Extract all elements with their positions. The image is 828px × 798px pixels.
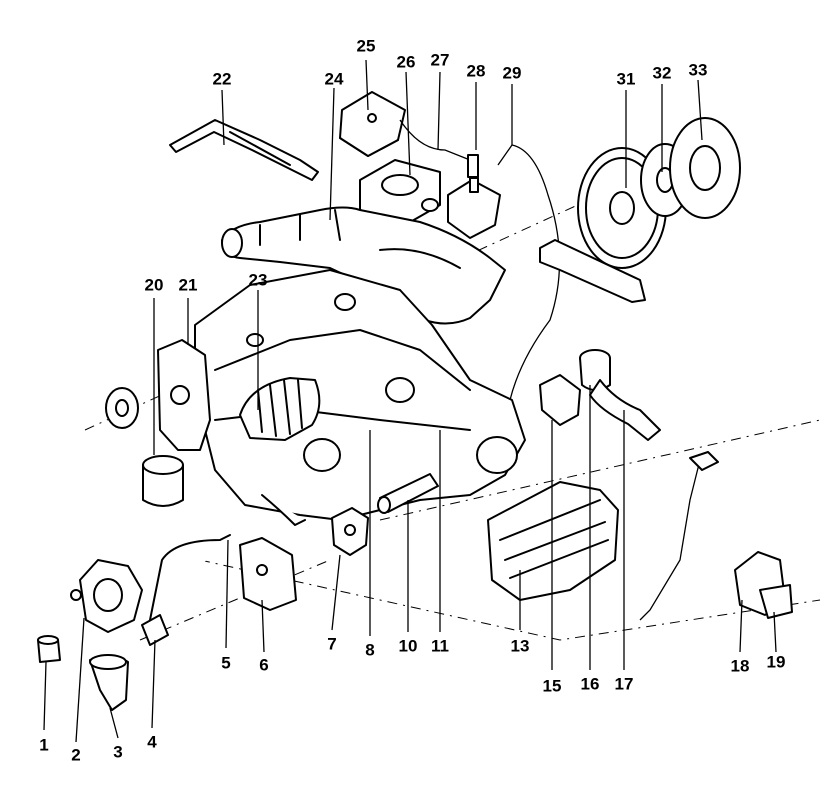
dipstick-tube — [639, 459, 701, 621]
callout-5: 5 — [221, 653, 231, 673]
callout-25: 25 — [356, 36, 376, 56]
part-24-intake-manifold — [221, 206, 506, 325]
callout-29: 29 — [502, 63, 522, 83]
callout-24: 24 — [324, 69, 344, 89]
part-33-pressure-plate — [669, 117, 741, 219]
part-25-control-module — [339, 91, 406, 157]
part-15-housing — [539, 374, 581, 426]
part-6-mount-plate — [239, 494, 306, 611]
callout-6: 6 — [259, 655, 269, 675]
part-28-sensor — [447, 154, 501, 239]
part-13-valve-cover — [487, 481, 619, 601]
callout-27: 27 — [430, 50, 450, 70]
callout-13: 13 — [510, 636, 530, 656]
callout-7: 7 — [327, 634, 337, 654]
callout-16: 16 — [580, 674, 600, 694]
callout-1: 1 — [39, 735, 49, 755]
callout-31: 31 — [616, 69, 636, 89]
callout-4: 4 — [147, 732, 157, 752]
callout-15: 15 — [542, 676, 562, 696]
callout-32: 32 — [652, 63, 672, 83]
part-21-timing-cover — [157, 339, 211, 451]
leader-lines — [43, 59, 777, 743]
callout-11: 11 — [431, 636, 449, 656]
callout-2: 2 — [71, 745, 81, 765]
callout-3: 3 — [113, 742, 123, 762]
callout-18: 18 — [730, 656, 750, 676]
part-1-sender — [37, 635, 61, 663]
engine-block — [194, 269, 526, 521]
part-23-timing-belt — [239, 377, 321, 441]
part-20-oil-filter — [142, 455, 184, 507]
part-7-bracket — [331, 507, 369, 556]
cover-plate — [539, 239, 646, 303]
part-19-bracket — [759, 584, 793, 619]
part-10-cam-sprocket — [377, 473, 439, 514]
dipstick-handle — [689, 451, 719, 471]
part-3-elbow — [89, 654, 129, 711]
part-22-bracket-tube — [169, 119, 319, 181]
callout-20: 20 — [144, 275, 164, 295]
part-4-hose — [141, 534, 231, 646]
callout-21: 21 — [178, 275, 198, 295]
callout-22: 22 — [212, 69, 232, 89]
callout-23: 23 — [248, 270, 268, 290]
callout-33: 33 — [688, 60, 708, 80]
part-20-pulley — [105, 387, 139, 429]
callout-8: 8 — [365, 640, 375, 660]
part-31-flywheel — [577, 147, 667, 269]
part-27-cable — [399, 119, 471, 161]
part-17-pipe — [589, 379, 661, 441]
callout-10: 10 — [398, 636, 418, 656]
callout-19: 19 — [766, 652, 786, 672]
callout-17: 17 — [614, 674, 634, 694]
callout-28: 28 — [466, 61, 486, 81]
part-2-water-pump — [70, 559, 143, 633]
callout-26: 26 — [396, 52, 416, 72]
part-16-filler-neck — [579, 349, 611, 391]
